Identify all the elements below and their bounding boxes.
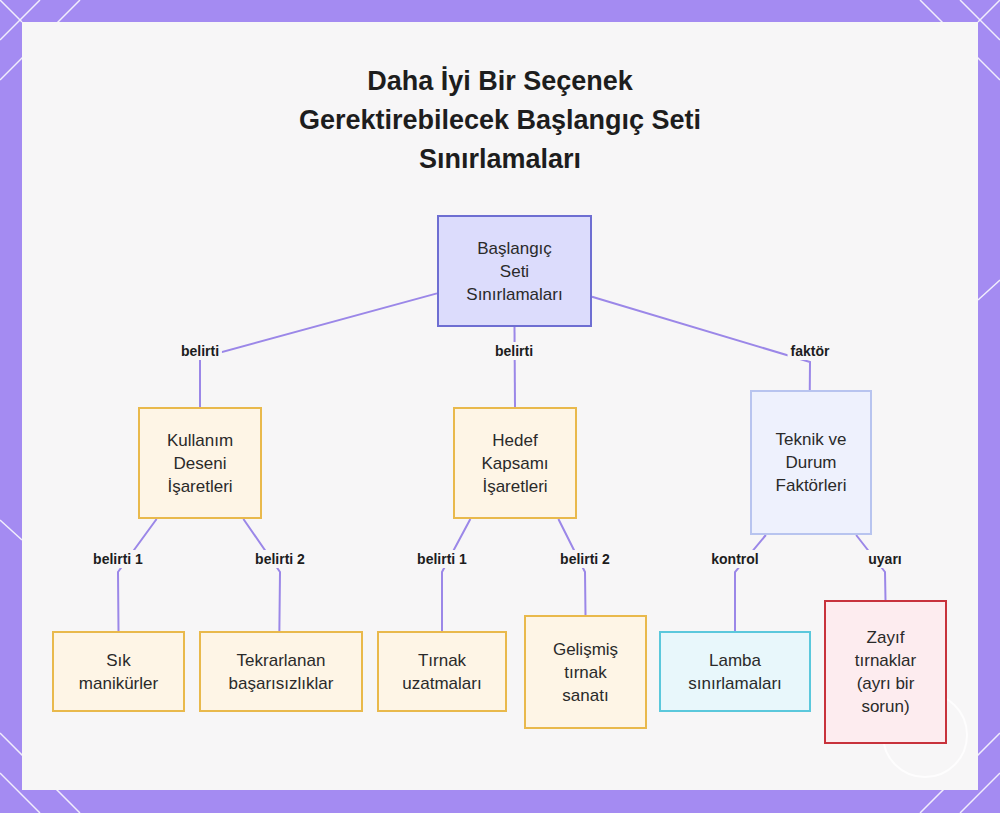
node-label: Tekrarlanan başarısızlıklar (216, 649, 346, 695)
connector-line (442, 519, 470, 631)
edge-label: belirti 2 (557, 550, 613, 568)
node-label: Lamba sınırlamaları (678, 649, 793, 695)
connector-line (514, 327, 517, 407)
edge-label: kontrol (708, 550, 761, 568)
edge-label: belirti 1 (414, 550, 470, 568)
edge-label: belirti 2 (252, 550, 308, 568)
concept-box: Teknik ve Durum Faktörleri (750, 390, 872, 535)
node-label: Gelişmiş tırnak sanatı (547, 638, 625, 707)
concept-box: Kullanım Deseni İşaretleri (138, 407, 262, 519)
diagram-title: Daha İyi Bir Seçenek Gerektirebilecek Ba… (290, 62, 710, 179)
concept-box: Tekrarlanan başarısızlıklar (199, 631, 363, 712)
concept-box: Gelişmiş tırnak sanatı (524, 615, 647, 729)
edge-label: belirti 1 (90, 550, 146, 568)
node-label: Tırnak uzatmaları (392, 649, 492, 695)
connector-line (200, 293, 437, 407)
concept-box: Zayıf tırnaklar (ayrı bir sorun) (824, 600, 947, 744)
node-label: Hedef Kapsamı İşaretleri (470, 429, 560, 498)
edge-label: belirti (492, 342, 536, 360)
concept-box: Sık manikürler (52, 631, 185, 712)
panel (22, 22, 978, 790)
node-label: Sık manikürler (71, 649, 166, 695)
connector-line (243, 519, 280, 631)
connector-line (592, 297, 810, 390)
connector-line (118, 519, 157, 631)
node-label: Başlangıç Seti Sınırlamaları (462, 237, 567, 306)
concept-box: Tırnak uzatmaları (377, 631, 507, 712)
edge-label: faktör (788, 342, 833, 360)
concept-box: Hedef Kapsamı İşaretleri (453, 407, 577, 519)
node-label: Zayıf tırnaklar (ayrı bir sorun) (845, 626, 927, 718)
edge-label: uyarı (865, 550, 904, 568)
concept-box: Başlangıç Seti Sınırlamaları (437, 215, 592, 327)
node-label: Kullanım Deseni İşaretleri (155, 429, 245, 498)
node-label: Teknik ve Durum Faktörleri (769, 428, 854, 497)
concept-box: Lamba sınırlamaları (659, 631, 811, 712)
edge-label: belirti (178, 342, 222, 360)
